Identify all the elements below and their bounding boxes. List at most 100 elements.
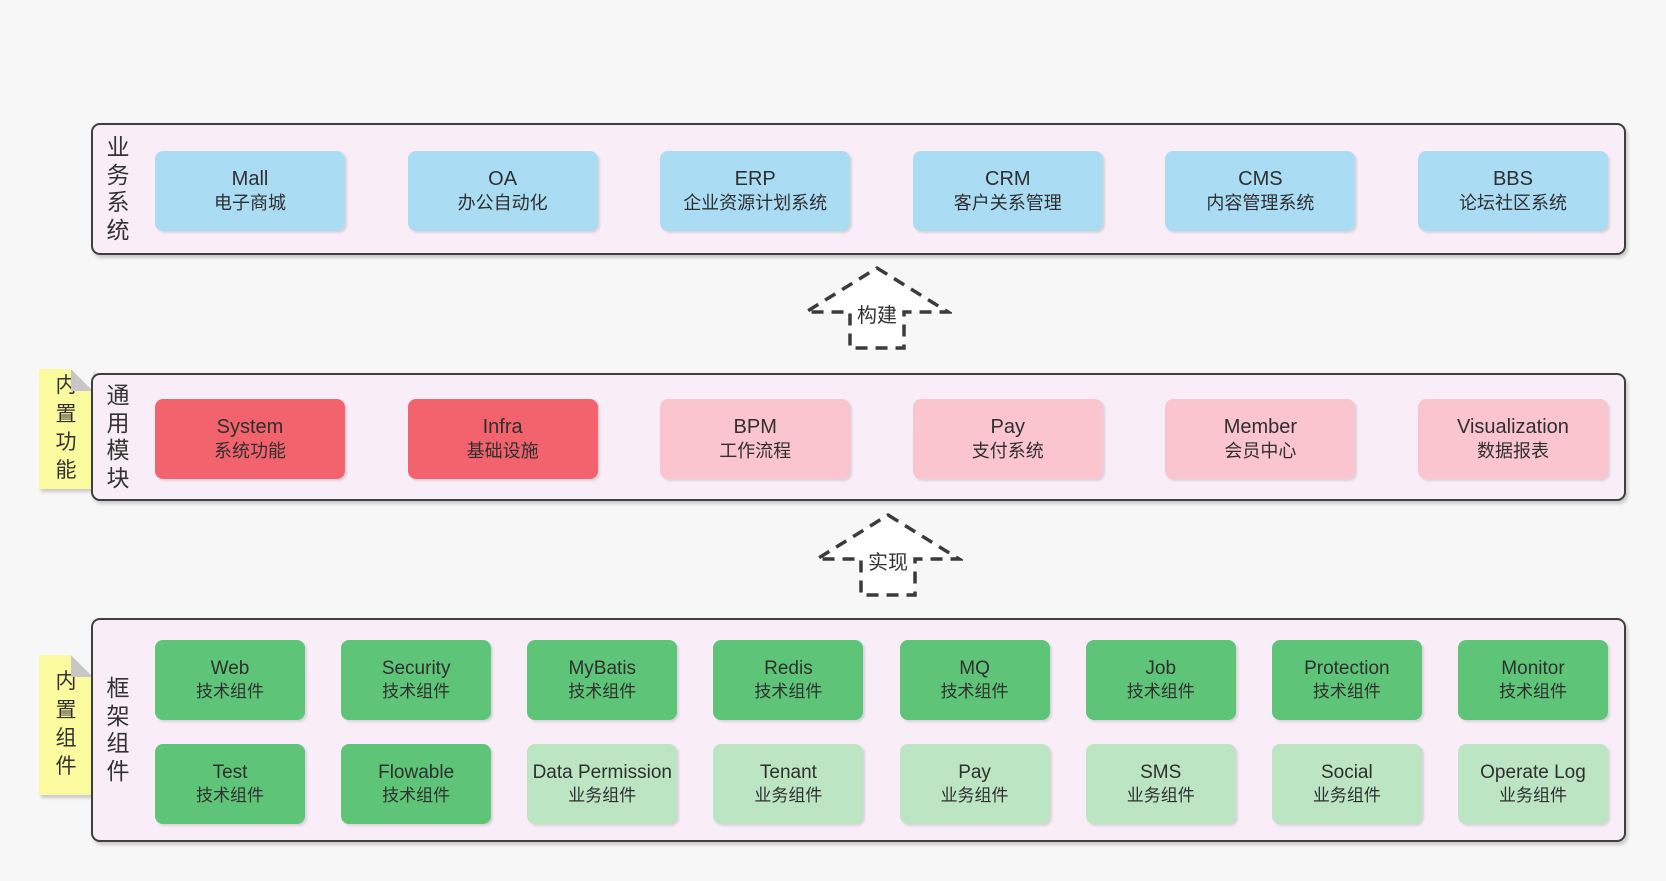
box-bpm: BPM 工作流程: [660, 399, 851, 479]
box-subtitle: 技术组件: [1126, 682, 1195, 702]
box-web: Web 技术组件: [155, 640, 305, 720]
box-title: System: [216, 415, 284, 438]
box-title: Protection: [1304, 658, 1390, 680]
box-member: Member 会员中心: [1165, 399, 1356, 479]
arrow-build: 构建: [802, 263, 952, 351]
box-oa: OA 办公自动化: [407, 151, 598, 231]
box-subtitle: 业务组件: [568, 786, 637, 806]
band-label-common-modules: 通用模块: [106, 381, 130, 491]
box-subtitle: 技术组件: [382, 786, 451, 806]
box-title: Pay: [990, 415, 1026, 438]
band-framework-components: 框架组件 Web 技术组件 Security 技术组件 MyBatis 技术组件…: [91, 618, 1626, 842]
box-subtitle: 数据报表: [1476, 441, 1549, 462]
box-title: CRM: [985, 167, 1031, 190]
box-title: BPM: [733, 415, 777, 438]
box-subtitle: 技术组件: [940, 682, 1009, 702]
box-subtitle: 系统功能: [214, 441, 286, 462]
box-pay-component: Pay 业务组件: [899, 744, 1050, 824]
box-data-permission: Data Permission 业务组件: [527, 744, 678, 824]
box-subtitle: 技术组件: [568, 682, 637, 702]
box-visualization: Visualization 数据报表: [1417, 399, 1608, 479]
box-system: System 系统功能: [155, 399, 345, 479]
box-protection: Protection 技术组件: [1271, 640, 1422, 720]
arrow-label: 构建: [854, 299, 900, 328]
box-title: SMS: [1140, 762, 1182, 784]
box-subtitle: 技术组件: [196, 786, 264, 806]
box-test: Test 技术组件: [155, 744, 305, 824]
box-subtitle: 技术组件: [382, 682, 451, 702]
box-crm: CRM 客户关系管理: [912, 151, 1103, 231]
band-business-systems: 业务系统 Mall 电子商城 OA 办公自动化 ERP 企业资源计划系统 CRM…: [91, 123, 1626, 255]
box-subtitle: 会员中心: [1224, 441, 1297, 462]
box-title: BBS: [1492, 167, 1533, 190]
band-common-modules: 通用模块 System 系统功能 Infra 基础设施 BPM 工作流程 Pay…: [91, 373, 1626, 501]
box-title: CMS: [1238, 167, 1283, 190]
box-subtitle: 技术组件: [754, 682, 823, 702]
box-subtitle: 技术组件: [1498, 682, 1567, 702]
box-mall: Mall 电子商城: [155, 151, 345, 231]
box-subtitle: 办公自动化: [457, 193, 548, 214]
box-subtitle: 电子商城: [214, 193, 286, 214]
arrow-implement: 实现: [813, 510, 963, 598]
box-title: Member: [1223, 415, 1298, 438]
business-systems-boxes: Mall 电子商城 OA 办公自动化 ERP 企业资源计划系统 CRM 客户关系…: [155, 151, 1608, 231]
box-title: Social: [1320, 762, 1373, 784]
arrow-label: 实现: [865, 546, 911, 575]
box-title: Web: [210, 658, 250, 680]
box-title: Data Permission: [532, 762, 672, 784]
box-title: Test: [212, 762, 248, 784]
sticky-label: 内置功能: [55, 374, 77, 483]
box-infra: Infra 基础设施: [407, 399, 598, 479]
box-operate-log: Operate Log 业务组件: [1457, 744, 1608, 824]
sticky-label: 内置组件: [55, 670, 77, 779]
sticky-built-in-features: 内置功能: [39, 369, 93, 489]
box-title: Redis: [764, 658, 813, 680]
box-title: OA: [488, 167, 518, 190]
box-social: Social 业务组件: [1271, 744, 1422, 824]
box-subtitle: 客户关系管理: [953, 193, 1062, 214]
box-title: MyBatis: [568, 658, 637, 680]
band-label-business-systems: 业务系统: [106, 133, 130, 243]
box-sms: SMS 业务组件: [1085, 744, 1236, 824]
box-subtitle: 业务组件: [754, 786, 823, 806]
box-title: Operate Log: [1480, 762, 1586, 784]
box-title: Mall: [231, 167, 269, 190]
common-modules-boxes: System 系统功能 Infra 基础设施 BPM 工作流程 Pay 支付系统…: [155, 399, 1608, 479]
box-redis: Redis 技术组件: [713, 640, 864, 720]
sticky-built-in-components: 内置组件: [39, 655, 93, 795]
box-title: Infra: [482, 415, 523, 438]
box-subtitle: 业务组件: [1498, 786, 1567, 806]
band-label-framework-components: 框架组件: [106, 674, 130, 784]
box-title: Pay: [958, 762, 991, 784]
box-subtitle: 论坛社区系统: [1458, 193, 1567, 214]
box-flowable: Flowable 技术组件: [341, 744, 492, 824]
box-subtitle: 企业资源计划系统: [683, 193, 828, 214]
box-monitor: Monitor 技术组件: [1457, 640, 1608, 720]
box-pay: Pay 支付系统: [912, 399, 1103, 479]
box-mq: MQ 技术组件: [899, 640, 1050, 720]
box-title: Job: [1145, 658, 1177, 680]
box-job: Job 技术组件: [1085, 640, 1236, 720]
box-subtitle: 技术组件: [1312, 682, 1381, 702]
box-title: Visualization: [1457, 415, 1569, 438]
box-subtitle: 支付系统: [971, 441, 1044, 462]
box-cms: CMS 内容管理系统: [1165, 151, 1356, 231]
box-subtitle: 业务组件: [940, 786, 1009, 806]
box-mybatis: MyBatis 技术组件: [527, 640, 678, 720]
box-subtitle: 业务组件: [1126, 786, 1195, 806]
framework-components-row-1: Web 技术组件 Security 技术组件 MyBatis 技术组件 Redi…: [155, 640, 1608, 720]
box-subtitle: 业务组件: [1312, 786, 1381, 806]
box-subtitle: 内容管理系统: [1206, 193, 1315, 214]
box-subtitle: 基础设施: [466, 441, 539, 462]
box-bbs: BBS 论坛社区系统: [1417, 151, 1608, 231]
box-erp: ERP 企业资源计划系统: [660, 151, 851, 231]
box-subtitle: 技术组件: [196, 682, 264, 702]
box-title: Monitor: [1501, 658, 1565, 680]
framework-components-row-2: Test 技术组件 Flowable 技术组件 Data Permission …: [155, 744, 1608, 824]
box-title: ERP: [734, 167, 776, 190]
box-security: Security 技术组件: [341, 640, 492, 720]
box-title: MQ: [959, 658, 990, 680]
box-title: Flowable: [378, 762, 455, 784]
box-tenant: Tenant 业务组件: [713, 744, 864, 824]
box-subtitle: 工作流程: [719, 441, 792, 462]
